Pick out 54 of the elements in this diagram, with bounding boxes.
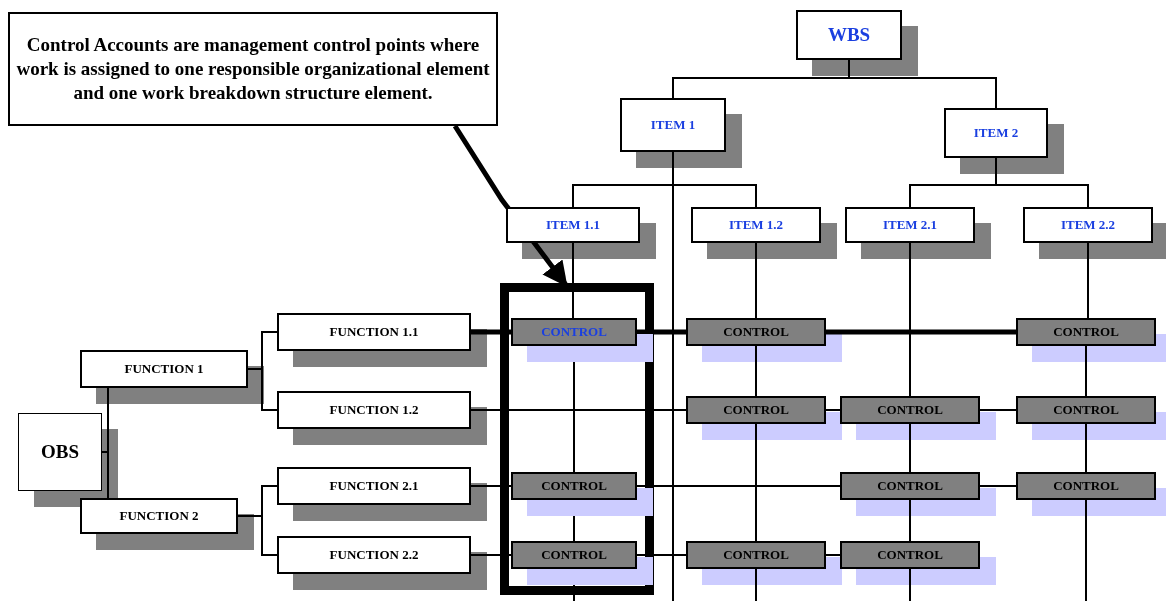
item-box: ITEM 2 (944, 108, 1048, 158)
connector-line (909, 423, 911, 473)
function-box: FUNCTION 2.1 (277, 467, 471, 505)
control-account-box: CONTROL (686, 318, 826, 346)
control-account-box: CONTROL (511, 318, 637, 346)
connector-line (979, 409, 1017, 411)
item-box: ITEM 2.1 (845, 207, 975, 243)
control-account-box: CONTROL (1016, 472, 1156, 500)
item-box: ITEM 1 (620, 98, 726, 152)
item-box: ITEM 1.2 (691, 207, 821, 243)
control-account-box: CONTROL (840, 472, 980, 500)
connector-line (909, 568, 911, 601)
connector-line (470, 409, 687, 411)
connector-line (755, 568, 757, 601)
obs-box: OBS (18, 413, 102, 491)
connector-line (637, 329, 686, 335)
connector-line (755, 345, 757, 397)
connector-line (636, 554, 687, 556)
connector-line (826, 329, 1016, 335)
control-account-box: CONTROL (686, 396, 826, 424)
connector-line (1085, 345, 1087, 397)
function-box: FUNCTION 2.2 (277, 536, 471, 574)
callout-box: Control Accounts are management control points where work is assigned to one responsible organizational element and one work breakdown structure element. (8, 12, 498, 126)
item-box: ITEM 1.1 (506, 207, 640, 243)
wbs-box: WBS (796, 10, 902, 60)
function-box: FUNCTION 1.2 (277, 391, 471, 429)
connector-line (909, 242, 911, 397)
connector-line (470, 485, 512, 487)
function-box: FUNCTION 1.1 (277, 313, 471, 351)
connector-line (755, 242, 757, 319)
connector-line (979, 485, 1017, 487)
connector-line (1085, 423, 1087, 473)
function-box: FUNCTION 1 (80, 350, 248, 388)
connector-line (909, 499, 911, 542)
connector-line (470, 554, 512, 556)
connector-line (572, 242, 574, 319)
control-account-box: CONTROL (511, 472, 637, 500)
connector-line (101, 451, 109, 499)
function-box: FUNCTION 2 (80, 498, 238, 534)
control-account-box: CONTROL (1016, 396, 1156, 424)
connector-line (1087, 242, 1089, 319)
connector-line (825, 409, 841, 411)
connector-line (471, 329, 511, 335)
connector-line (825, 554, 841, 556)
connector-line (755, 423, 757, 542)
control-account-box: CONTROL (511, 541, 637, 569)
control-account-box: CONTROL (840, 541, 980, 569)
control-account-box: CONTROL (686, 541, 826, 569)
control-account-box: CONTROL (1016, 318, 1156, 346)
control-account-box: CONTROL (840, 396, 980, 424)
connector-line (636, 485, 841, 487)
control-accounts-frame (500, 283, 654, 595)
connector-line (1085, 499, 1087, 601)
item-box: ITEM 2.2 (1023, 207, 1153, 243)
